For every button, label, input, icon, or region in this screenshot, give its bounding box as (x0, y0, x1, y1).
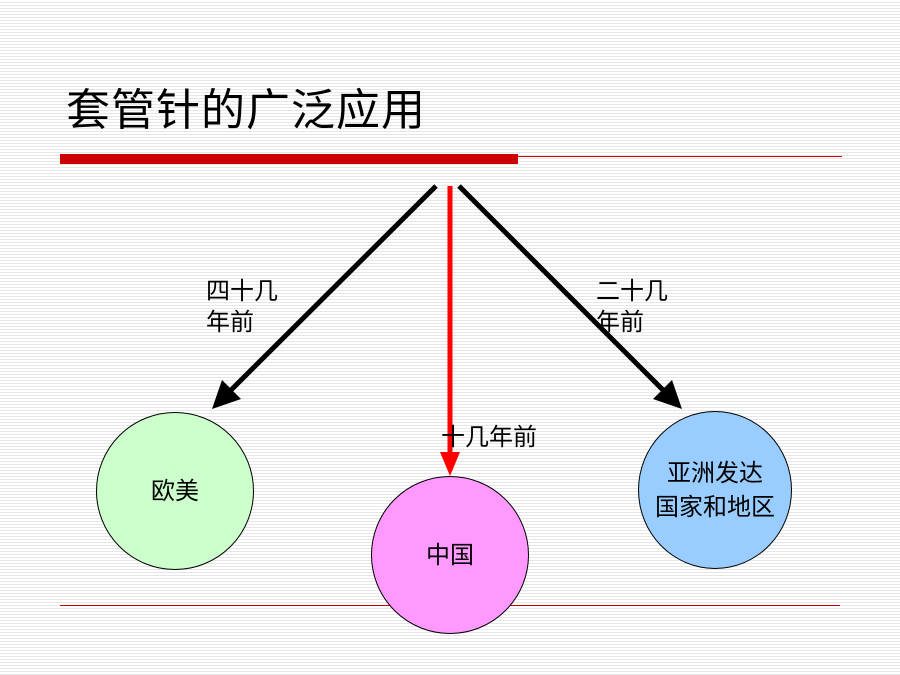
node-europe-america: 欧美 (96, 412, 254, 570)
label-right-line2: 年前 (596, 308, 644, 336)
label-left: 四十几 年前 (206, 276, 278, 338)
node-china: 中国 (371, 476, 529, 634)
node-asia-line2: 国家和地区 (655, 493, 775, 521)
label-right-line1: 二十几 (596, 277, 668, 305)
node-asia: 亚洲发达 国家和地区 (638, 411, 792, 569)
node-europe-america-label: 欧美 (151, 477, 199, 505)
arrow-right (457, 184, 682, 409)
node-asia-label: 亚洲发达 国家和地区 (655, 456, 775, 524)
arrow-left (212, 184, 438, 409)
title-underline-thin (518, 156, 842, 157)
node-china-label: 中国 (426, 541, 474, 569)
label-left-line2: 年前 (206, 308, 254, 336)
title-underline-thick (60, 154, 518, 164)
label-left-line1: 四十几 (206, 277, 278, 305)
label-right: 二十几 年前 (596, 276, 668, 338)
slide-title: 套管针的广泛应用 (66, 85, 426, 136)
label-center: 十几年前 (441, 423, 537, 451)
arrow-center (440, 186, 460, 476)
node-asia-line1: 亚洲发达 (667, 459, 763, 487)
